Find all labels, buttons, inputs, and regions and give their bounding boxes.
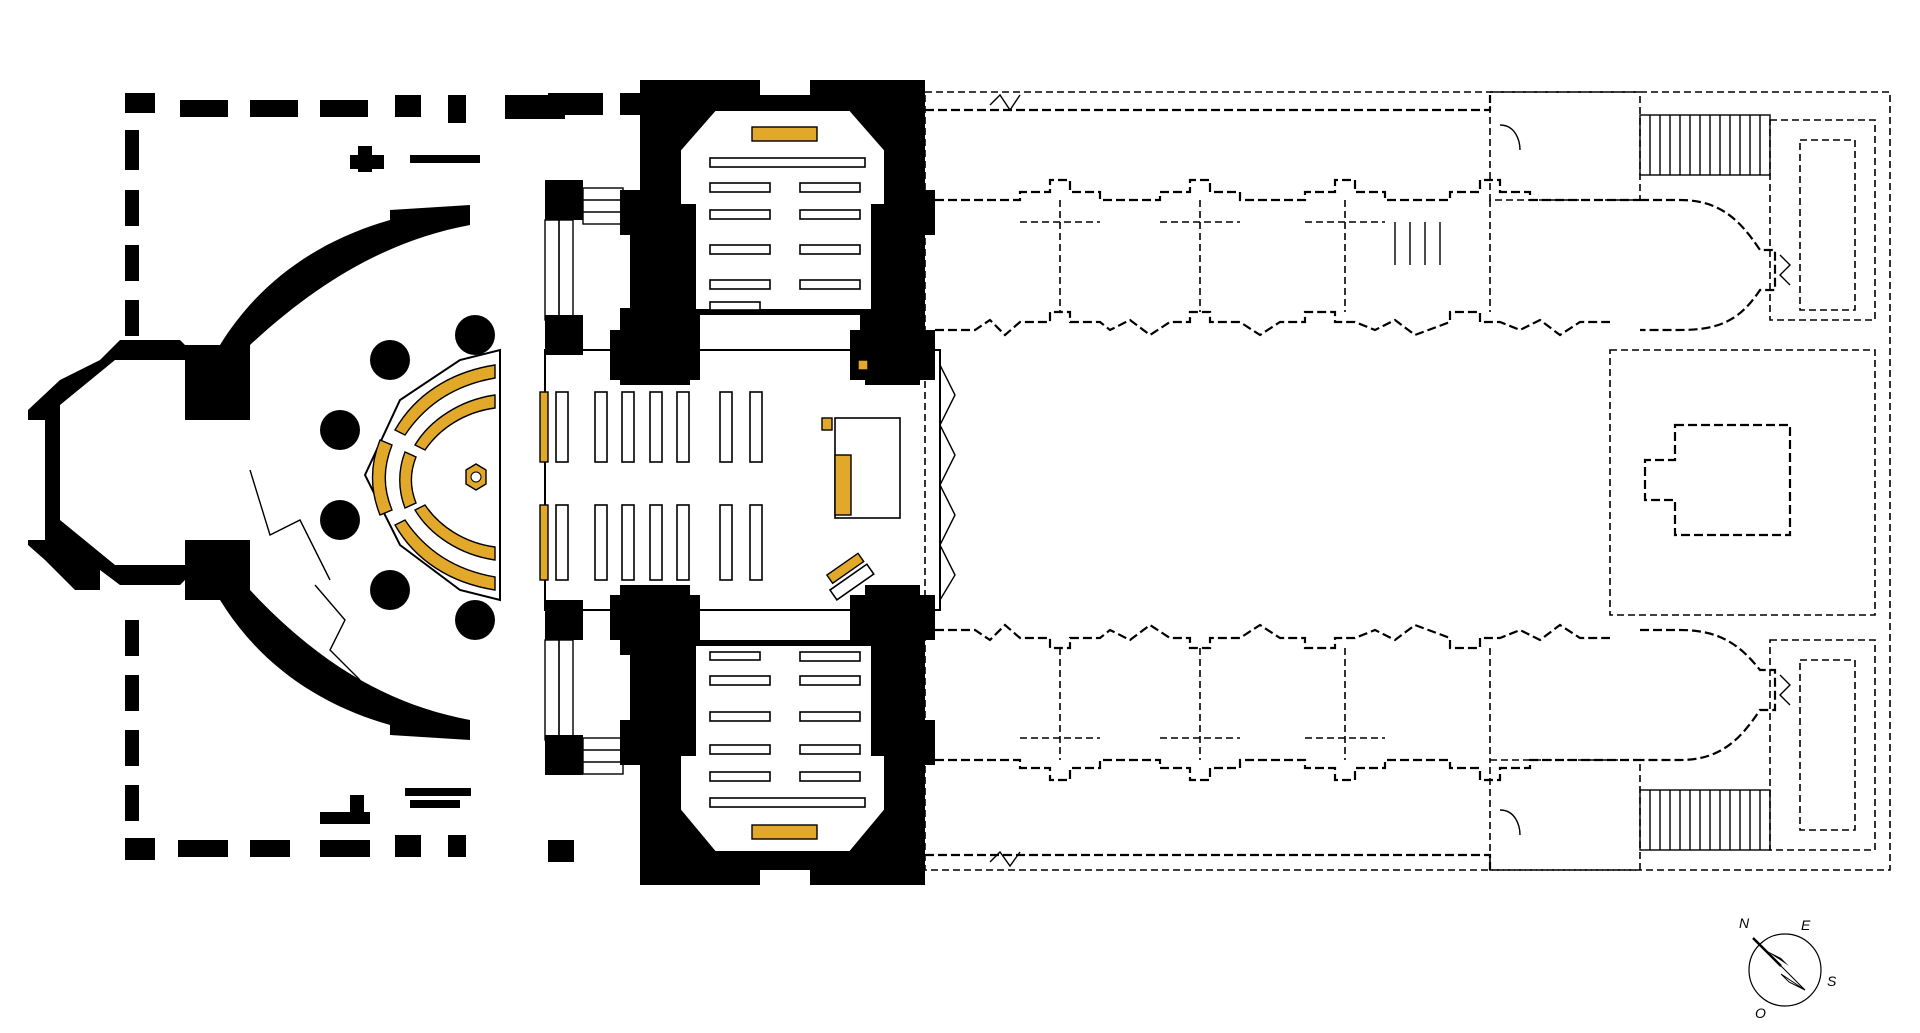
south-chapel-pews — [709, 651, 866, 808]
north-arcade-top — [935, 178, 1640, 202]
choir-column — [320, 500, 360, 540]
side-corridors — [544, 187, 624, 775]
pier-small — [545, 315, 583, 355]
east-screen — [939, 364, 956, 601]
choir-stall — [371, 439, 393, 516]
nave-pews — [539, 391, 763, 581]
courtyard-inner-block — [1643, 423, 1792, 537]
pier-small — [545, 180, 583, 220]
choir-column — [320, 410, 360, 450]
south-arcade-top — [935, 623, 1610, 650]
pier-small — [545, 600, 583, 640]
choir-stall — [394, 519, 496, 591]
nave-outer-outline — [924, 91, 1891, 871]
south-curved-wall — [185, 540, 470, 740]
compass-east: E — [1801, 917, 1811, 933]
north-chapel-altar — [751, 126, 818, 142]
lectern — [857, 359, 869, 371]
north-chapel-pews — [709, 157, 866, 311]
south-east-room — [1769, 639, 1876, 851]
north-arcade-bottom — [935, 310, 1610, 337]
choir-column — [455, 315, 495, 355]
octagon-apse-wall — [28, 340, 190, 590]
small-fixtures — [1394, 222, 1441, 265]
west-door-swing — [249, 469, 331, 581]
bench-diagonal — [825, 552, 875, 601]
choir-stall — [414, 504, 496, 561]
lectern — [834, 454, 852, 516]
compass-west: O — [1755, 1005, 1766, 1021]
north-chapel — [620, 80, 935, 330]
pier-small — [545, 735, 583, 775]
north-curved-wall — [185, 205, 470, 420]
compass-rose: N E S O — [1739, 915, 1837, 1021]
north-east-room — [1769, 119, 1876, 321]
central-courtyard — [1609, 349, 1876, 616]
choir-column — [370, 570, 410, 610]
choir-column — [370, 340, 410, 380]
south-stairs — [1639, 789, 1771, 851]
door-swing — [1499, 124, 1521, 836]
south-west-door-swing — [314, 584, 361, 681]
south-arcade-bottom — [935, 758, 1640, 782]
east-door-mark — [1779, 674, 1791, 706]
north-east-apse — [1640, 198, 1777, 332]
south-chapel-altar — [751, 824, 818, 840]
choir-apse — [320, 315, 501, 640]
compass-needle-icon — [1765, 950, 1789, 966]
lectern — [821, 417, 833, 431]
choir-stall — [399, 451, 417, 509]
south-east-apse — [1640, 628, 1777, 762]
east-door-mark — [1779, 254, 1791, 286]
choir-stall — [414, 394, 496, 451]
choir-column — [455, 600, 495, 640]
choir-stall — [394, 364, 496, 436]
south-chapel — [620, 625, 935, 885]
north-outer-wall — [925, 95, 1492, 112]
compass-south: S — [1827, 973, 1837, 989]
dashed-nave-ruin — [924, 91, 1891, 871]
compass-north: N — [1739, 915, 1750, 931]
south-outer-wall — [925, 853, 1492, 870]
north-stairs — [1639, 114, 1771, 176]
south-door-mark — [989, 850, 1021, 868]
north-door-mark — [989, 93, 1021, 112]
